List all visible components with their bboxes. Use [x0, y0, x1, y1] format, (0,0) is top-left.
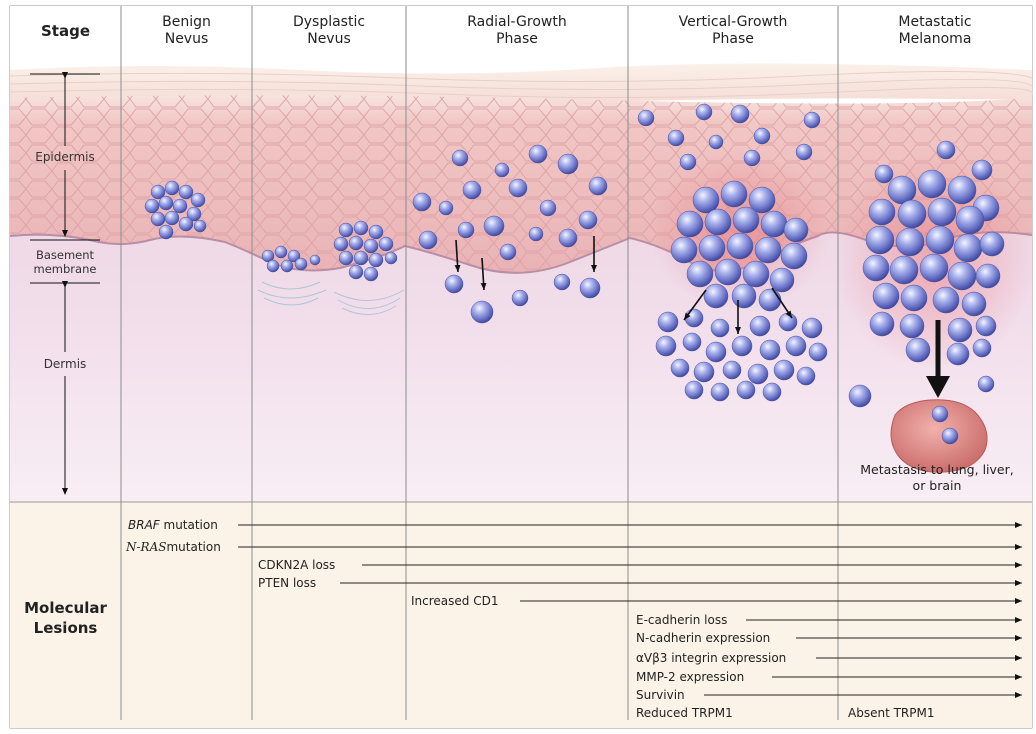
lesion-pten: PTEN loss — [258, 576, 316, 590]
lesion-absent-trpm1: Absent TRPM1 — [848, 706, 934, 720]
lesion-braf: BRAF mutation — [128, 518, 218, 532]
stage-header: Stage — [10, 0, 121, 62]
lesion-integrin: αVβ3 integrin expression — [636, 651, 786, 665]
radial-growth-header: Radial-Growth Phase — [406, 0, 628, 62]
lesion-braf-suffix: mutation — [160, 518, 218, 532]
lesion-e-cadherin: E-cadherin loss — [636, 613, 727, 627]
metastatic-melanoma-header: Metastatic Melanoma — [838, 0, 1032, 62]
lesion-survivin: Survivin — [636, 688, 685, 702]
lesion-cdkn2a: CDKN2A loss — [258, 558, 335, 572]
lesion-reduced-trpm1: Reduced TRPM1 — [636, 706, 733, 720]
molecular-lesions-title: Molecular Lesions — [10, 598, 121, 638]
epidermis-label: Epidermis — [15, 150, 115, 164]
lesion-mmp2: MMP-2 expression — [636, 670, 744, 684]
dysplastic-nevus-header: Dysplastic Nevus — [252, 0, 406, 62]
lesion-nras: N-RASmutation — [126, 540, 221, 554]
vertical-growth-header: Vertical-Growth Phase — [628, 0, 838, 62]
benign-nevus-header: Benign Nevus — [121, 0, 252, 62]
basement-membrane-label: Basement membrane — [15, 248, 115, 276]
metastasis-label: Metastasis to lung, liver, or brain — [842, 462, 1032, 494]
lesion-braf-gene: BRAF — [128, 518, 160, 532]
lesion-nras-suffix: mutation — [166, 540, 220, 554]
lesion-nras-gene: N-RAS — [126, 540, 166, 554]
lesion-increased-cd1: Increased CD1 — [411, 594, 498, 608]
lesion-n-cadherin: N-cadherin expression — [636, 631, 770, 645]
dermis-label: Dermis — [15, 357, 115, 371]
